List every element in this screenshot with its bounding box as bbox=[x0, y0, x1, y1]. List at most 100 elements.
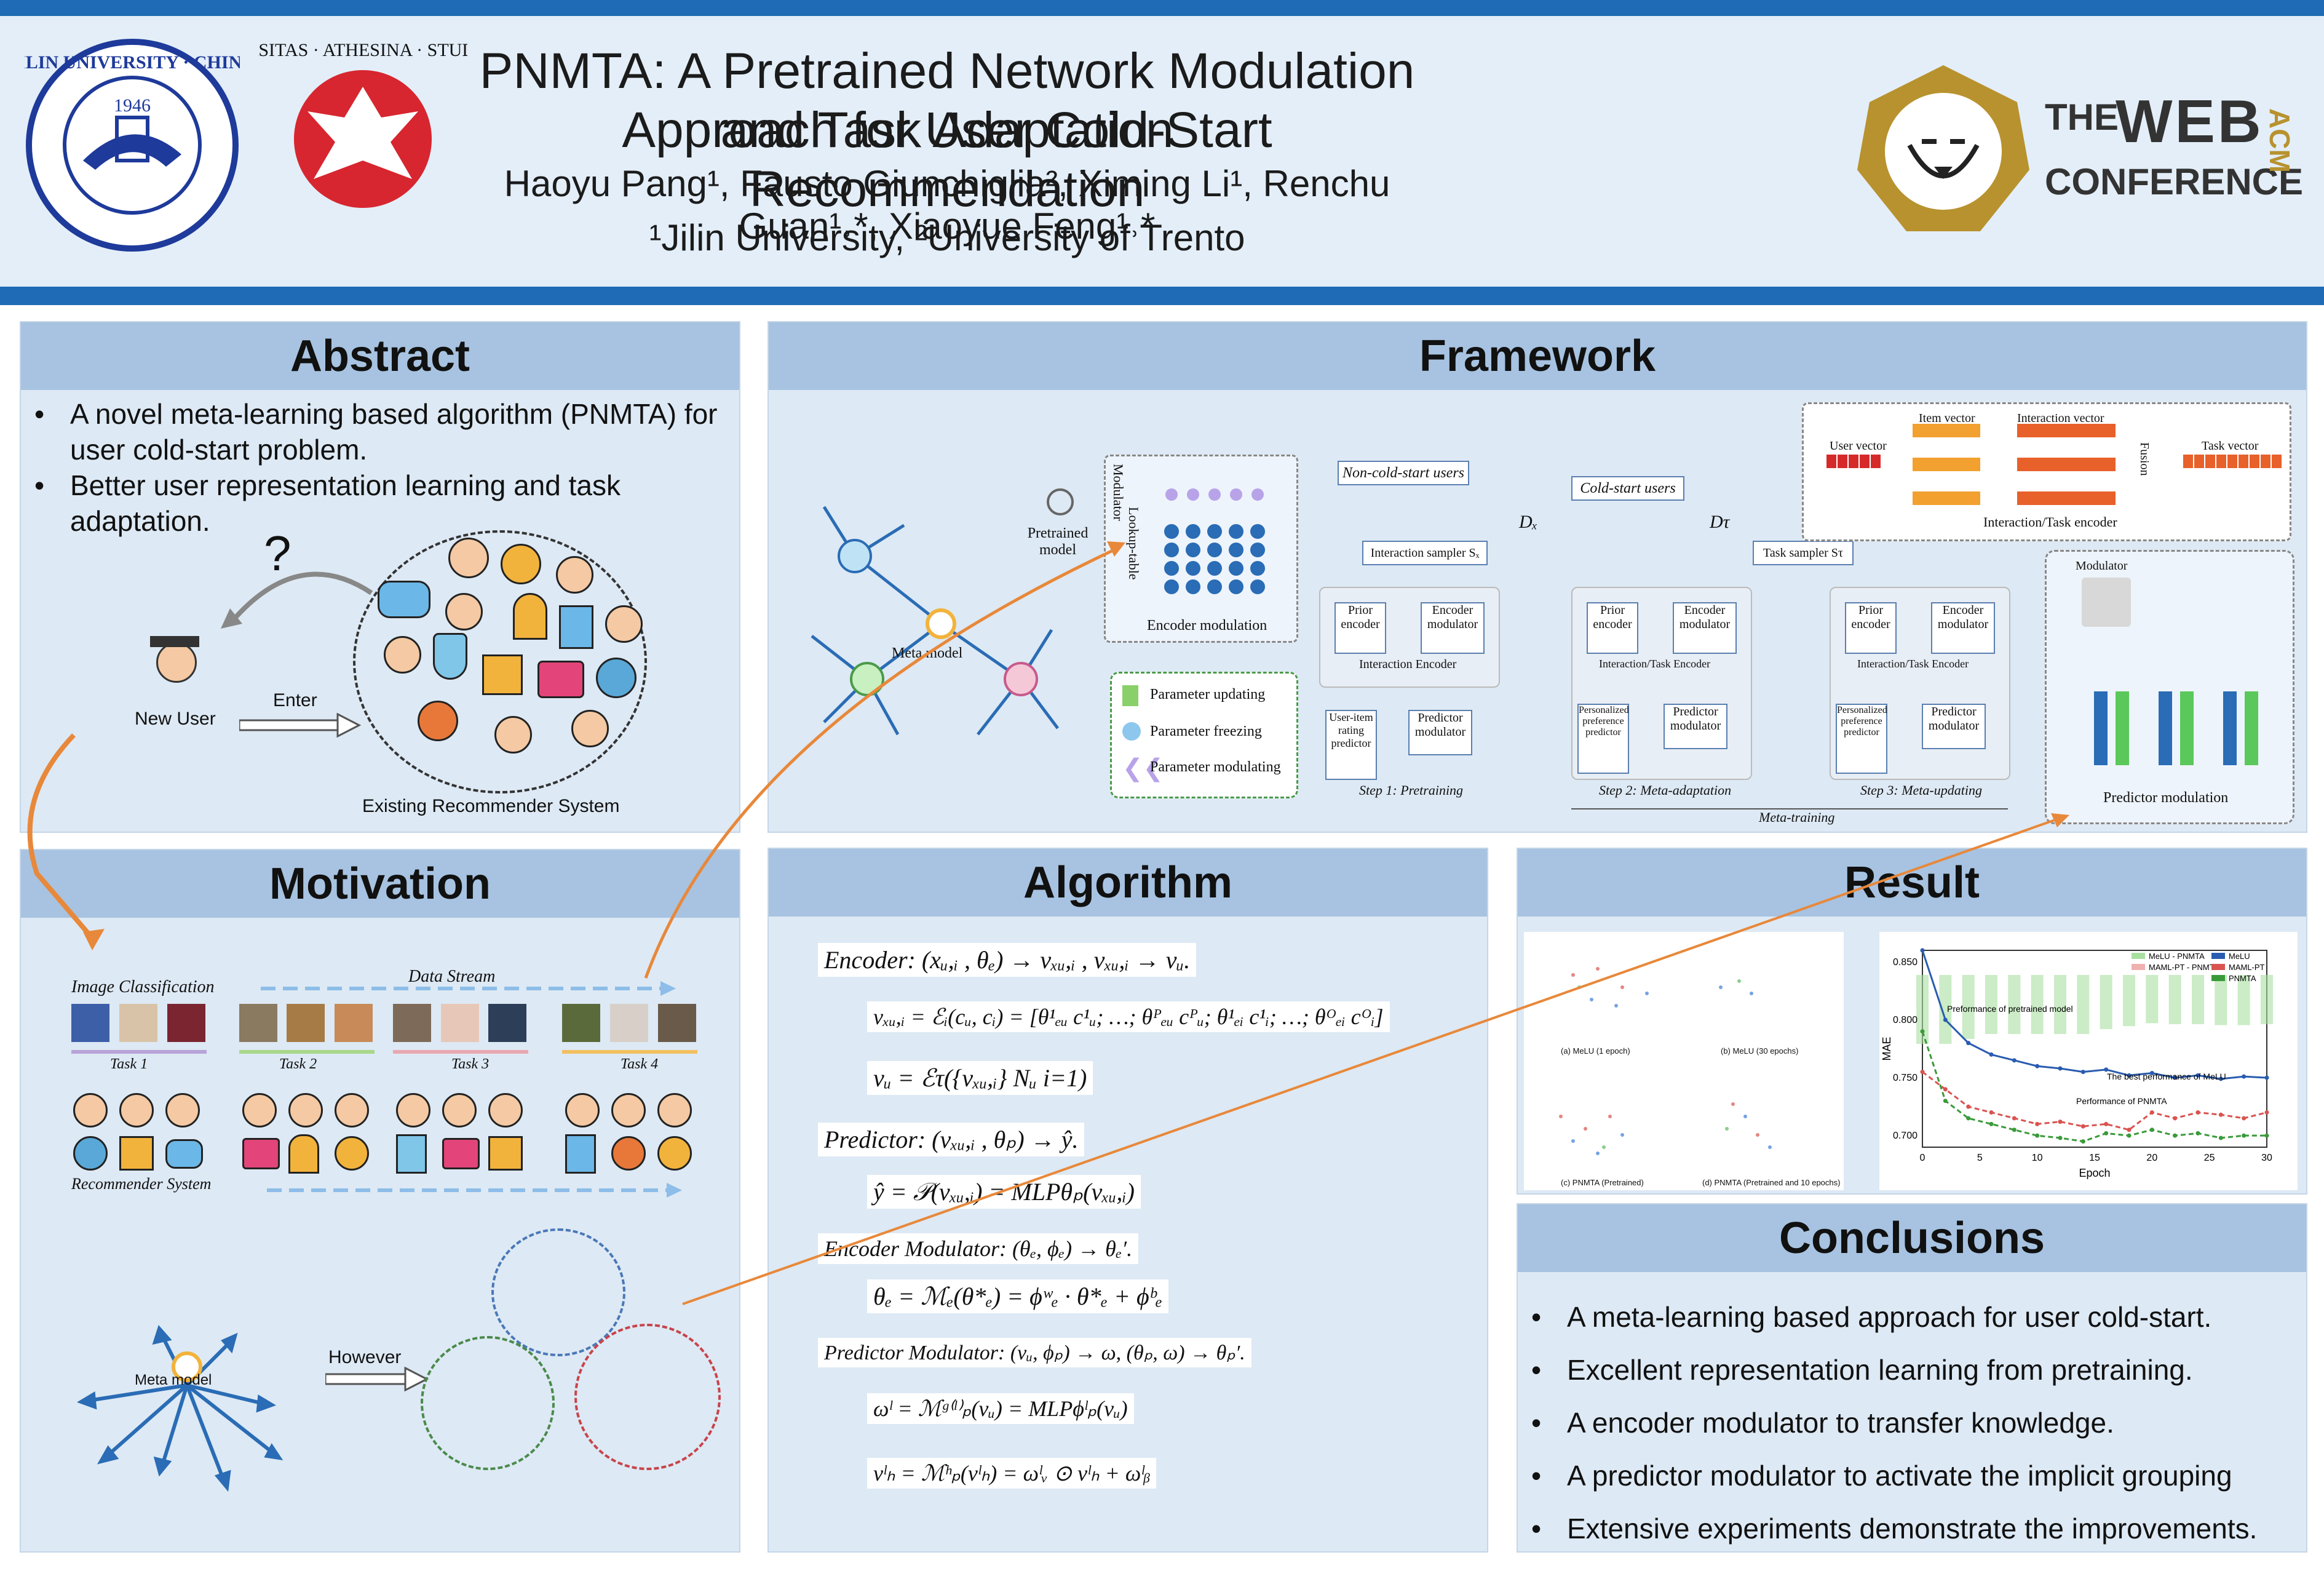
conclusions-panel: Conclusions A meta-learning based approa… bbox=[1517, 1203, 2307, 1555]
interaction-vector-label: Interaction vector bbox=[2017, 412, 2104, 425]
trento-university-logo: UNIVERSITAS · ATHESINA · STUDIORUM bbox=[258, 40, 467, 208]
data-point bbox=[2264, 1110, 2269, 1115]
group-circle-green bbox=[421, 1336, 555, 1470]
conclusion-bullet-4: A predictor modulator to activate the im… bbox=[1524, 1449, 2299, 1502]
data-point bbox=[1920, 1070, 1925, 1075]
x-tick-label: 15 bbox=[2089, 1153, 2100, 1163]
meta-training-label: Meta-training bbox=[1759, 809, 1835, 825]
step2-label: Step 2: Meta-adaptation bbox=[1599, 782, 1732, 798]
data-point bbox=[2080, 1124, 2085, 1129]
eq-encoder-modulator: Encoder Modulator: (θₑ, ϕₑ) → θₑ′. bbox=[818, 1233, 1139, 1264]
annotation-pnmta: Performance of PNMTA bbox=[2076, 1096, 2167, 1106]
user-item-rating-predictor-box: User-item rating predictor bbox=[1325, 710, 1377, 780]
task-1-label: Task 1 bbox=[110, 1056, 148, 1072]
data-point bbox=[2104, 1131, 2109, 1135]
eq-encoder: Encoder: (xᵤ,ᵢ , θₑ) → vₓᵤ,ᵢ , vₓᵤ,ᵢ → v… bbox=[818, 943, 1197, 977]
data-point bbox=[2012, 1116, 2017, 1121]
predictor-modulator-box-3: Predictor modulator bbox=[1922, 704, 1986, 749]
data-point bbox=[2035, 1133, 2040, 1138]
enter-label: Enter bbox=[273, 690, 317, 710]
cold-start-users-box: Cold-start users bbox=[1571, 476, 1684, 501]
x-tick-label: 25 bbox=[2204, 1153, 2215, 1163]
task-vector-cells bbox=[2183, 455, 2282, 468]
param-freeze-icon bbox=[1122, 722, 1141, 741]
conclusion-bullet-3: A encoder modulator to transfer knowledg… bbox=[1524, 1396, 2299, 1449]
dtau-label: Dτ bbox=[1710, 512, 1730, 532]
dx-label-1: Dₓ bbox=[1519, 512, 1538, 532]
meta-model-star bbox=[77, 1325, 284, 1492]
personalized-predictor-box-2: Personalized preference predictor bbox=[1577, 704, 1629, 774]
predictor-modulator-box-1: Predictor modulator bbox=[1408, 710, 1472, 755]
image-classification-label: Image Classification bbox=[71, 977, 215, 996]
authors: Haoyu Pang¹, Fausto Giunchiglia², Ximing… bbox=[504, 163, 1390, 247]
annotation-pretrained: Preformance of pretrained model bbox=[1947, 1004, 2073, 1014]
legend-label: MeLU - PNMTA bbox=[2149, 952, 2205, 961]
param-update-icon bbox=[1122, 685, 1138, 706]
data-point bbox=[2264, 1133, 2269, 1138]
poster-title-line1: PNMTA: A Pretrained Network Modulation a… bbox=[479, 43, 1415, 158]
data-point bbox=[2058, 1120, 2063, 1124]
data-point bbox=[2035, 1064, 2040, 1068]
data-point bbox=[2149, 1128, 2154, 1132]
eq-prediction: ŷ = 𝒫(vₓᵤ,ᵢ) = MLPθₚ(vₓᵤ,ᵢ) bbox=[867, 1175, 1141, 1209]
data-point bbox=[1943, 1017, 1948, 1022]
data-point bbox=[2218, 1076, 2223, 1081]
data-point bbox=[2195, 1110, 2200, 1115]
tsne-caption-a: (a) MeLU (1 epoch) bbox=[1561, 1046, 1630, 1056]
algorithm-panel: Algorithm Encoder: (xᵤ,ᵢ , θₑ) → vₓᵤ,ᵢ ,… bbox=[767, 848, 1488, 1553]
personalized-predictor-box-3: Personalized preference predictor bbox=[1836, 704, 1887, 774]
task-sampler-box: Task sampler Sτ bbox=[1753, 541, 1854, 565]
interaction-task-encoder-title: Interaction/Task encoder bbox=[1983, 514, 2117, 530]
x-tick-label: 20 bbox=[2146, 1153, 2157, 1163]
legend-label: MAML-PT bbox=[2229, 963, 2265, 972]
result-panel: Result (a) MeLU (1 epoch) (b) MeLU (30 e… bbox=[1517, 848, 2307, 1195]
data-point bbox=[2242, 1133, 2247, 1138]
encoder-modulator-box-1: Encoder modulator bbox=[1421, 602, 1485, 654]
tsne-caption-c: (c) PNMTA (Pretrained) bbox=[1561, 1178, 1644, 1187]
abstract-heading: Abstract bbox=[21, 322, 739, 390]
y-tick-label: 0.700 bbox=[1893, 1131, 1917, 1141]
top-bar bbox=[0, 0, 2324, 16]
poster-title-line2: Approach for User Cold-Start Recommendat… bbox=[622, 102, 1272, 217]
algorithm-heading: Algorithm bbox=[769, 849, 1487, 917]
legend-label: MAML-PT - PNMTA bbox=[2149, 963, 2219, 972]
group-circle-blue bbox=[491, 1228, 625, 1356]
web-conference-logo bbox=[1857, 65, 2029, 231]
meta-training-line bbox=[1571, 808, 2008, 809]
new-user-label: New User bbox=[135, 709, 216, 729]
data-point bbox=[2149, 1110, 2154, 1115]
conclusion-bullet-5: Extensive experiments demonstrate the im… bbox=[1524, 1502, 2299, 1555]
data-point bbox=[2080, 1139, 2085, 1144]
item-vector-label: Item vector bbox=[1919, 412, 1975, 425]
task-vector-label: Task vector bbox=[2202, 439, 2259, 453]
result-heading: Result bbox=[1518, 849, 2306, 917]
tsne-scatter bbox=[1559, 967, 1772, 1155]
eq-interaction-vector: vₓᵤ,ᵢ = ℰᵢ(cᵤ, cᵢ) = [θ¹ₑᵤ c¹ᵤ; …; θᴾₑᵤ … bbox=[867, 1001, 1390, 1032]
data-point bbox=[1920, 1029, 1925, 1034]
however-label: However bbox=[328, 1347, 402, 1367]
data-point bbox=[2035, 1121, 2040, 1126]
y-tick-label: 0.800 bbox=[1893, 1015, 1917, 1025]
recommender-system-label: Recommender System bbox=[71, 1175, 212, 1193]
interaction-task-encoder-label-2: Interaction/Task Encoder bbox=[1599, 658, 1711, 670]
data-point bbox=[2104, 1121, 2109, 1126]
data-point bbox=[2242, 1074, 2247, 1079]
eq-user-vector: vᵤ = ℰτ({vₓᵤ,ᵢ} Nᵤ i=1) bbox=[867, 1061, 1093, 1095]
encoder-modulator-box-3: Encoder modulator bbox=[1931, 602, 1995, 654]
y-tick-label: 0.850 bbox=[1893, 957, 1917, 968]
modulator-label: Modulator bbox=[1111, 464, 1126, 521]
item-vector-cells bbox=[1913, 424, 1980, 510]
data-point bbox=[2173, 1075, 2178, 1080]
data-point bbox=[1989, 1121, 1994, 1126]
group-circle-red bbox=[574, 1324, 721, 1470]
eq-hidden-modulation: vˡₕ = ℳʰₚ(vˡₕ) = ωˡᵥ ⊙ vˡₕ + ωˡᵦ bbox=[867, 1458, 1157, 1489]
framework-meta-model-label: Meta model bbox=[892, 645, 963, 661]
data-point bbox=[2195, 1073, 2200, 1078]
abstract-bullets: A novel meta-learning based algorithm (P… bbox=[27, 396, 728, 539]
parameter-legend bbox=[1110, 672, 1298, 798]
eq-omega: ωˡ = ℳᵍ⁽ˡ⁾ₚ(vᵤ) = MLPϕˡₚ(vᵤ) bbox=[867, 1393, 1134, 1424]
conf-acm: ACM bbox=[2264, 108, 2296, 173]
x-tick-label: 30 bbox=[2261, 1153, 2272, 1163]
tsne-caption-d: (d) PNMTA (Pretrained and 10 epochs) bbox=[1702, 1178, 1841, 1187]
